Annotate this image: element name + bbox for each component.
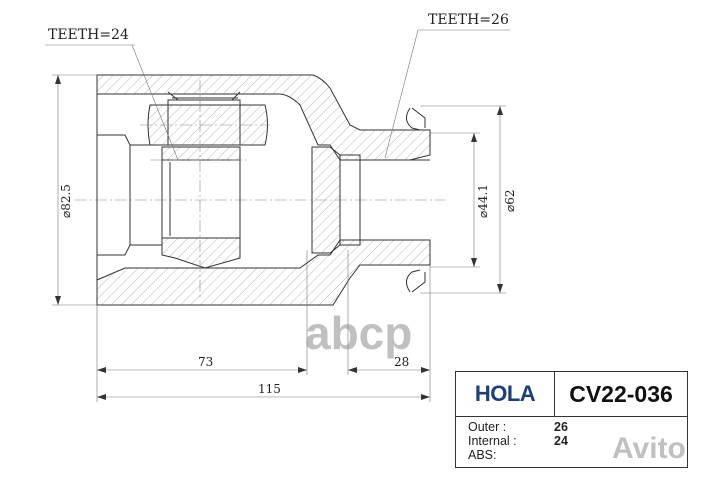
spec-value: 24 bbox=[554, 434, 568, 448]
avito-watermark: Avito bbox=[612, 432, 686, 465]
spider-bore bbox=[161, 159, 241, 239]
spec-row-abs: ABS: bbox=[468, 448, 687, 462]
spec-key: Outer : bbox=[468, 420, 507, 434]
spec-value: 26 bbox=[554, 420, 568, 434]
title-block: HOLA CV22-036 Outer : 26 Internal : 24 ABS… bbox=[455, 371, 688, 468]
dim-housing-diameter: ⌀82.5 bbox=[59, 184, 73, 218]
spec-row-internal: Internal : 24 bbox=[468, 434, 687, 448]
clamp-bottom bbox=[406, 269, 426, 293]
dim-spline-diameter: ⌀44.1 bbox=[476, 184, 490, 218]
seal-ring bbox=[311, 146, 341, 254]
dim-length-total: 115 bbox=[258, 382, 281, 396]
spider-hub-bottom bbox=[161, 237, 241, 269]
spec-key: Internal : bbox=[468, 434, 517, 448]
hola-logo: HOLA bbox=[456, 372, 555, 416]
dim-length-inner: 73 bbox=[198, 355, 213, 369]
spec-key: ABS: bbox=[468, 448, 497, 462]
inner-teeth-label: TEETH=24 bbox=[48, 27, 129, 43]
roller-bearing bbox=[167, 99, 241, 146]
dim-neck-diameter: ⌀62 bbox=[503, 190, 517, 213]
abcp-watermark: abcp bbox=[305, 307, 413, 359]
outer-teeth-label: TEETH=26 bbox=[428, 12, 509, 28]
spec-row-outer: Outer : 26 bbox=[468, 420, 687, 434]
dim-length-stem: 28 bbox=[394, 355, 409, 369]
part-number: CV22-036 bbox=[569, 380, 673, 407]
housing-lower-section bbox=[96, 239, 431, 306]
clamp-top bbox=[406, 107, 426, 131]
spline-groove bbox=[339, 154, 361, 246]
roller-clip bbox=[167, 91, 241, 101]
